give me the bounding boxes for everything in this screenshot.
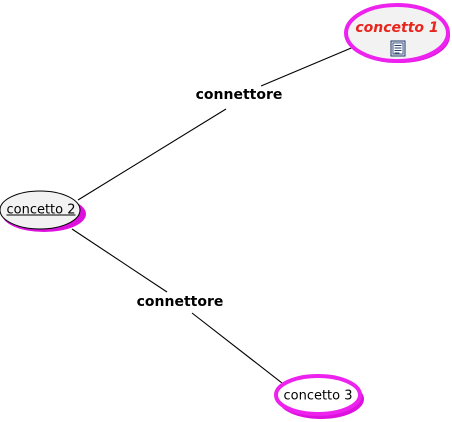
document-note-icon[interactable] [390,40,406,57]
connector-line-1b [260,45,357,87]
connector-label-2[interactable]: connettore [136,294,224,310]
concept-node-1[interactable] [344,3,450,63]
connector-line-2b [191,312,283,384]
connector-label-1[interactable]: connettore [195,87,283,103]
connector-line-1 [77,108,227,201]
concept-3-label: concetto 3 [283,388,353,404]
concept-1-label: concetto 1 [355,20,439,36]
concept-node-2[interactable] [0,190,86,232]
concept-node-3[interactable] [274,374,364,419]
concept-2-label: concetto 2 [6,202,76,218]
connector-line-2 [71,228,168,293]
